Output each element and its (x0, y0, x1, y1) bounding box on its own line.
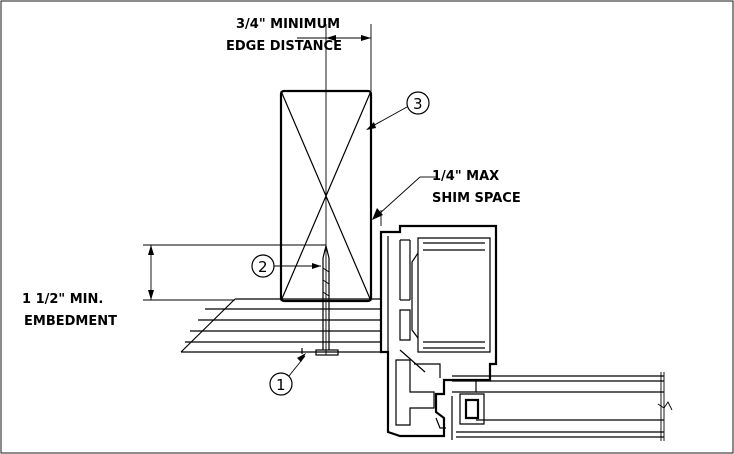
edge-distance-label-line2: EDGE DISTANCE (226, 39, 342, 54)
edge-distance-dimension (297, 24, 372, 355)
embedment-label-line2: EMBEDMENT (24, 314, 117, 329)
embedment-dimension (143, 244, 326, 301)
callout-2 (251, 254, 321, 278)
shim-label-line2: SHIM SPACE (432, 191, 521, 206)
window-frame-extrusion (379, 224, 498, 440)
glazing-unit (452, 372, 673, 441)
shim-label-line1: 1/4" MAX (432, 169, 499, 184)
callout-2-number: 2 (258, 258, 268, 276)
substrate-hatch (180, 298, 381, 353)
shim-space-leader (370, 176, 436, 226)
edge-distance-label-line1: 3/4" MINIMUM (236, 17, 340, 32)
callout-3-number: 3 (413, 95, 423, 113)
callout-1-number: 1 (276, 376, 286, 394)
callout-3 (366, 91, 430, 130)
embedment-label-line1: 1 1/2" MIN. (22, 292, 103, 307)
callout-1 (269, 353, 306, 396)
